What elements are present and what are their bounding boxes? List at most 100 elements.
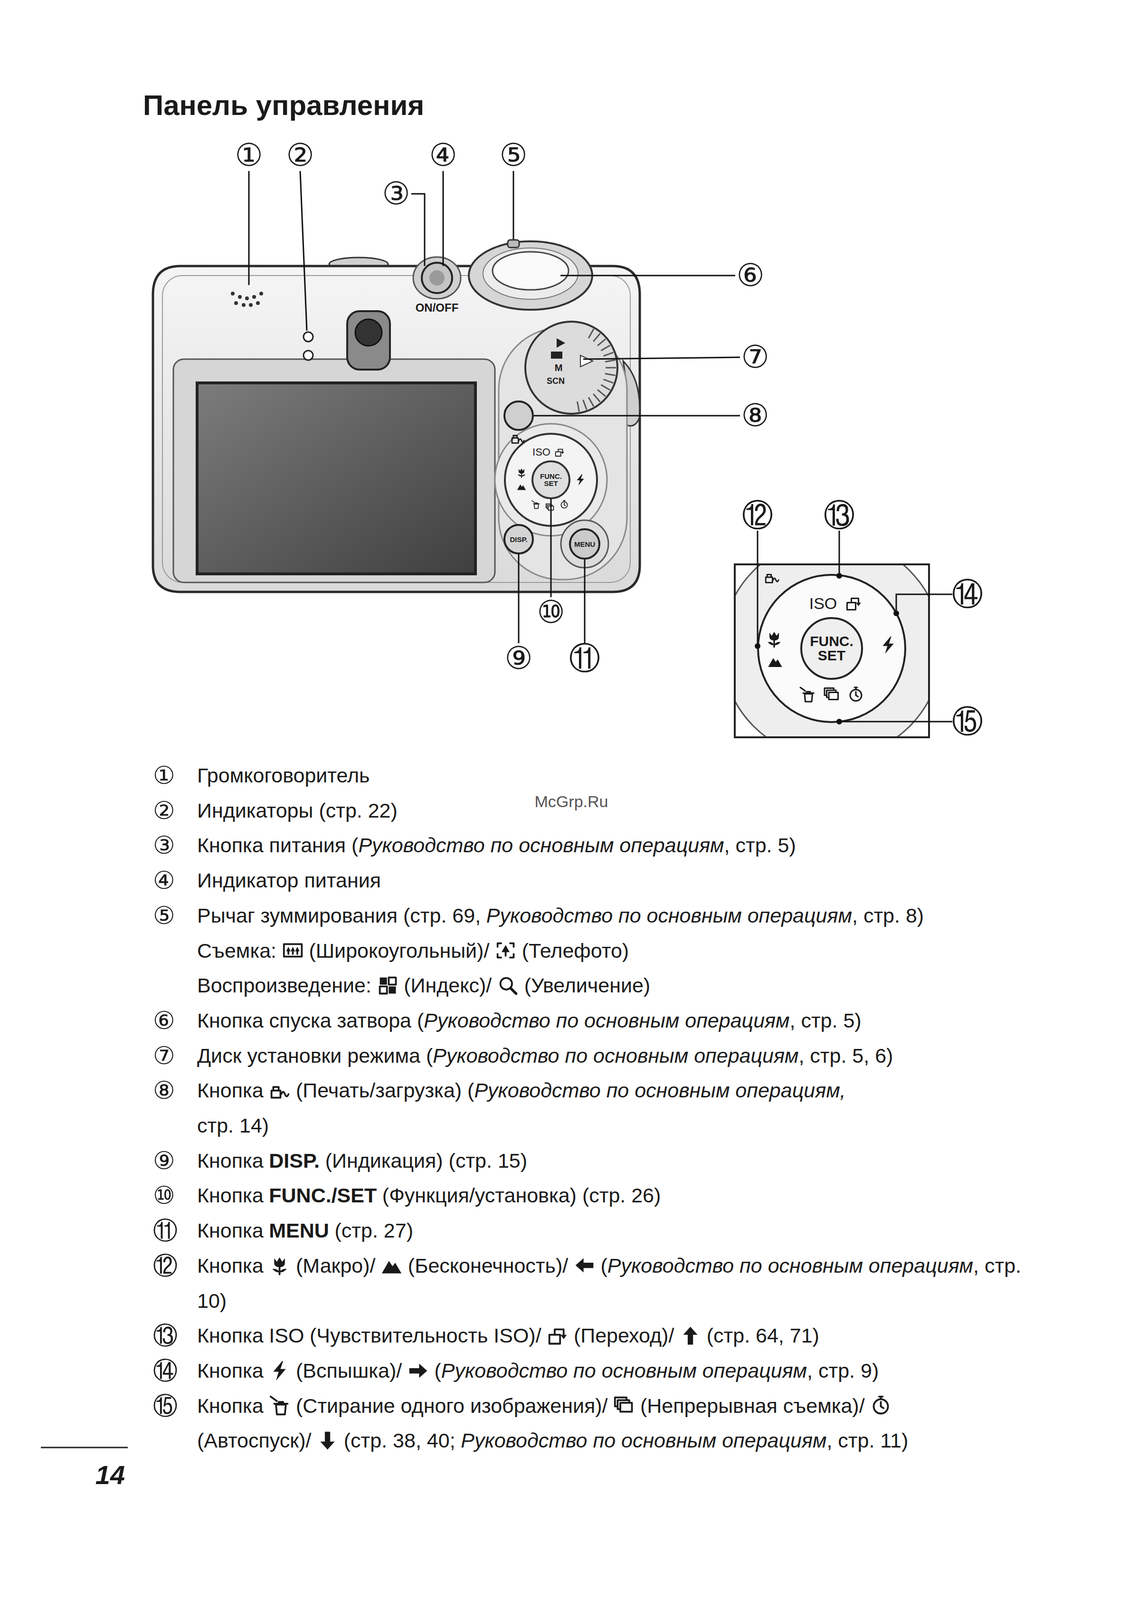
list-item: ⑬КнопкаISO(Чувствительность ISO)/(Перехо…: [152, 1318, 1032, 1354]
drawing-part: [893, 610, 900, 617]
icon-stroke: [558, 449, 563, 453]
drawing-part: [241, 303, 246, 307]
list-text: Индикатор питания: [197, 868, 381, 892]
parts-list: ①Громкоговоритель②Индикаторы (стр. 22)③К…: [152, 758, 1032, 1459]
list-text: (Индекс)/: [403, 973, 492, 997]
list-item: ⑥Кнопка спуска затвора (Руководство по о…: [152, 1003, 1032, 1039]
list-item: ⑭ Кнопка(Вспышка)/(Руководство по основны…: [152, 1353, 1032, 1389]
callout-number: ②: [285, 139, 314, 171]
icon-stroke: [388, 986, 396, 994]
erase-icon: [531, 500, 540, 509]
dial-ridge: [588, 397, 594, 407]
dial-ridge: [603, 352, 614, 357]
drawing-part: [734, 564, 930, 738]
list-number: ⑭: [152, 1353, 178, 1389]
drawing-part: [801, 617, 863, 679]
list-line: Кнопка(Макро)/(Бесконечность)/(Руководст…: [197, 1248, 1032, 1319]
list-text: (Автоспуск)/: [197, 1428, 312, 1452]
cont-icon: [613, 1394, 635, 1416]
list-text: , стр. 5): [724, 833, 797, 857]
list-text: (Индикация) (стр. 15): [325, 1148, 528, 1172]
indicator-lamps: [303, 331, 313, 361]
page-title: Панель управления: [142, 88, 425, 123]
icon-stroke: [560, 501, 568, 508]
dial-ridge: [600, 345, 610, 351]
drawing-part: [556, 338, 566, 348]
button-label: FUNC. SET: [540, 472, 562, 487]
dial-ridge: [593, 393, 600, 402]
icon-stroke: [521, 474, 526, 477]
drawing-part: [259, 291, 264, 296]
icon-stroke: [279, 1268, 287, 1273]
list-text: MENU: [268, 1218, 330, 1242]
icon-stroke: [278, 1401, 284, 1404]
list-number: ⑧: [152, 1072, 176, 1109]
drawing-part: [734, 564, 930, 738]
icon-stroke: [531, 500, 535, 503]
list-number: ④: [152, 862, 176, 899]
list-number: ⑮: [152, 1388, 178, 1424]
icon-stroke: [620, 1402, 632, 1412]
mountain-icon: [768, 657, 782, 667]
icon-stroke: [806, 691, 811, 693]
speaker: [230, 291, 264, 307]
button-label: MENU: [574, 540, 596, 548]
list-number: ①: [152, 758, 176, 794]
icon-stroke: [767, 574, 772, 578]
icon-stroke: [517, 474, 522, 477]
icon-stroke: [554, 1328, 564, 1336]
drawing-part: [560, 275, 736, 277]
callout-number: ④: [428, 139, 457, 171]
drawing-part: [252, 294, 257, 299]
icon-stroke: [274, 1402, 288, 1405]
drawing-part: [734, 564, 930, 738]
cont-icon: [546, 503, 554, 511]
callout-number: ⑦: [740, 341, 769, 373]
list-text: (Чувствительность ISO)/: [309, 1323, 542, 1347]
icon-stroke: [274, 1257, 286, 1268]
camera-body: [152, 257, 640, 592]
button-icons: [512, 435, 894, 702]
drawing-part: [300, 170, 307, 331]
drawing-part: [583, 357, 740, 360]
timer-icon: [870, 1394, 892, 1416]
callout-number: ⑨: [504, 642, 533, 674]
callout-number: ①: [234, 139, 263, 171]
icon-stroke: [549, 1334, 561, 1344]
list-number: ⑩: [152, 1177, 176, 1214]
icon-stroke: [575, 1258, 594, 1273]
mode-label: SCN: [546, 376, 565, 386]
list-item: ⑦Диск установки режима (Руководство по о…: [152, 1038, 1032, 1074]
list-text: (Широкоугольный)/: [308, 938, 490, 962]
list-text: Кнопка: [197, 1218, 264, 1242]
drawing-part: [248, 170, 250, 285]
drawing-part: [173, 359, 495, 583]
list-item: ⑪КнопкаMENU(стр. 27): [152, 1213, 1032, 1249]
icon-stroke: [773, 578, 779, 582]
left-icon: [573, 1254, 596, 1276]
right-icon: [407, 1359, 429, 1382]
callout-number: ⑫: [741, 499, 774, 532]
list-number: ⑥: [152, 1003, 176, 1039]
drawing-part: [411, 193, 425, 266]
callout-number: ⑭: [951, 578, 984, 610]
drawing-part: [355, 319, 382, 346]
icon-stroke: [270, 1396, 277, 1401]
drawing-part: [577, 329, 617, 412]
icon-stroke: [501, 944, 510, 952]
list-text: (Телефото): [521, 938, 629, 962]
icon-stroke: [880, 1396, 882, 1400]
icon-stroke: [803, 692, 815, 694]
timer-icon: [560, 500, 568, 509]
list-item: ⑤Рычаг зуммирования (стр. 69,Руководство…: [152, 898, 1032, 1004]
icon-stroke: [765, 577, 773, 583]
jump-icon: [847, 598, 862, 610]
drawing-part: [533, 415, 740, 417]
icon-stroke: [275, 1404, 286, 1415]
list-line: Индикатор питания: [197, 862, 1032, 899]
list-line: Кнопка(Вспышка)/(Руководство по основным…: [197, 1353, 1032, 1389]
flash-icon: [882, 636, 894, 655]
drawing-part: [413, 256, 461, 299]
leader-lines: [248, 170, 953, 722]
drawing-part: [584, 559, 586, 644]
